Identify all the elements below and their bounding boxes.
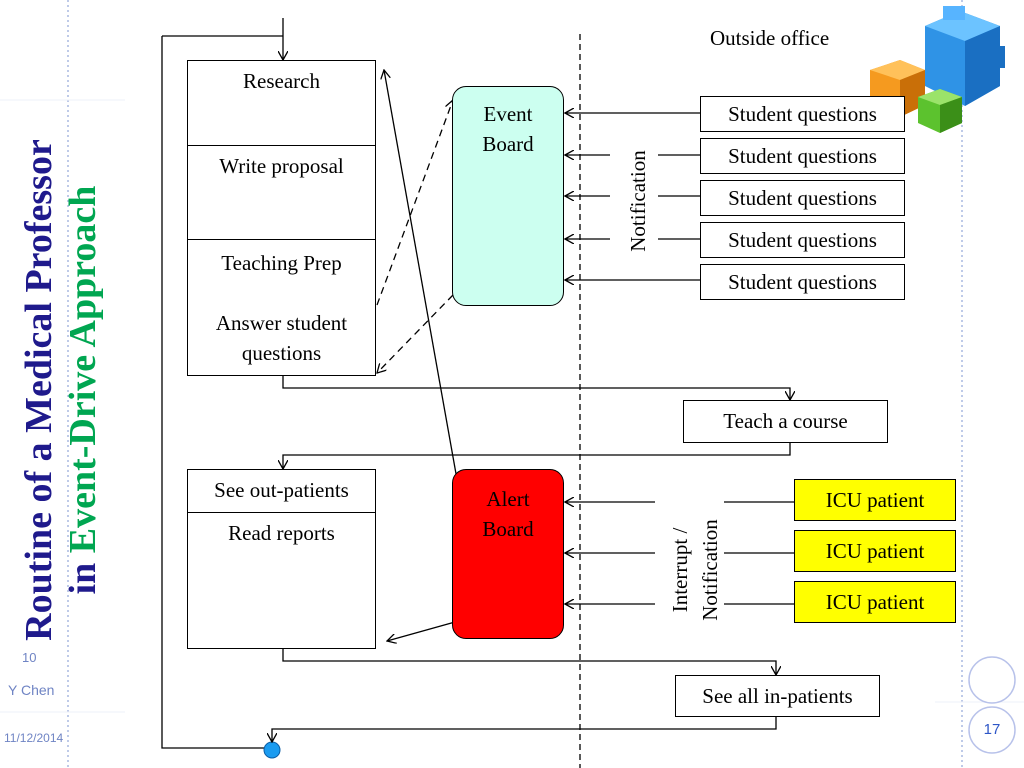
out-patients-cell: See out-patients — [188, 470, 375, 513]
clinic-tasks-box: See out-patients Read reports — [187, 469, 376, 649]
interrupt-line: Interrupt / — [668, 527, 692, 613]
event-board-label: Event Board — [482, 102, 534, 156]
loop-node — [263, 741, 281, 759]
read-reports-cell: Read reports — [188, 513, 375, 546]
icu-patient-box: ICU patient — [794, 581, 956, 623]
to-in-patients — [282, 648, 776, 675]
alert-board-label: Alert Board — [482, 487, 534, 541]
teaching-cell: Teaching Prep Answer student questions — [188, 240, 375, 375]
icu-patient-box: ICU patient — [794, 530, 956, 572]
research-label: Research — [243, 69, 320, 93]
page-number: 17 — [983, 721, 1001, 738]
answer-questions-label: Answer student questions — [215, 311, 348, 365]
student-questions-box: Student questions — [700, 180, 905, 216]
alert-to-clinic-arrow — [387, 621, 456, 641]
office-tasks-box: Research Write proposal Teaching Prep An… — [187, 60, 376, 376]
student-questions-box: Student questions — [700, 222, 905, 258]
notification-label: Notification — [626, 150, 650, 252]
slide-number-side: 10 — [22, 650, 37, 665]
in-patients-box: See all in-patients — [675, 675, 880, 717]
interrupt-notification-label: Interrupt / Notification — [665, 505, 725, 635]
page-number-circle — [968, 706, 1016, 754]
event-dashed-down — [377, 294, 454, 373]
teaching-prep-label: Teaching Prep — [221, 251, 342, 275]
date-label: 11/12/2014 — [4, 731, 64, 745]
teach-course-box: Teach a course — [683, 400, 888, 443]
read-reports-label: Read reports — [228, 521, 335, 545]
student-questions-box: Student questions — [700, 264, 905, 300]
alert-interrupt-arrow — [384, 70, 459, 486]
write-proposal-label: Write proposal — [219, 154, 344, 178]
student-questions-box: Student questions — [700, 138, 905, 174]
to-teach-course — [282, 375, 790, 400]
outside-office-label: Outside office — [710, 26, 830, 50]
write-proposal-cell: Write proposal — [188, 146, 375, 240]
student-questions-box: Student questions — [700, 96, 905, 132]
notification-line: Notification — [698, 519, 722, 621]
research-cell: Research — [188, 61, 375, 146]
out-patients-label: See out-patients — [214, 478, 349, 502]
to-clinic — [283, 443, 791, 469]
to-loop-node — [272, 717, 777, 742]
alert-board: Alert Board — [452, 469, 564, 639]
author-label: Y Chen — [8, 682, 55, 698]
event-board: Event Board — [452, 86, 564, 306]
corner-circle — [968, 656, 1016, 704]
event-dashed-up — [376, 100, 453, 306]
loop-left — [161, 36, 272, 749]
icu-patient-box: ICU patient — [794, 479, 956, 521]
